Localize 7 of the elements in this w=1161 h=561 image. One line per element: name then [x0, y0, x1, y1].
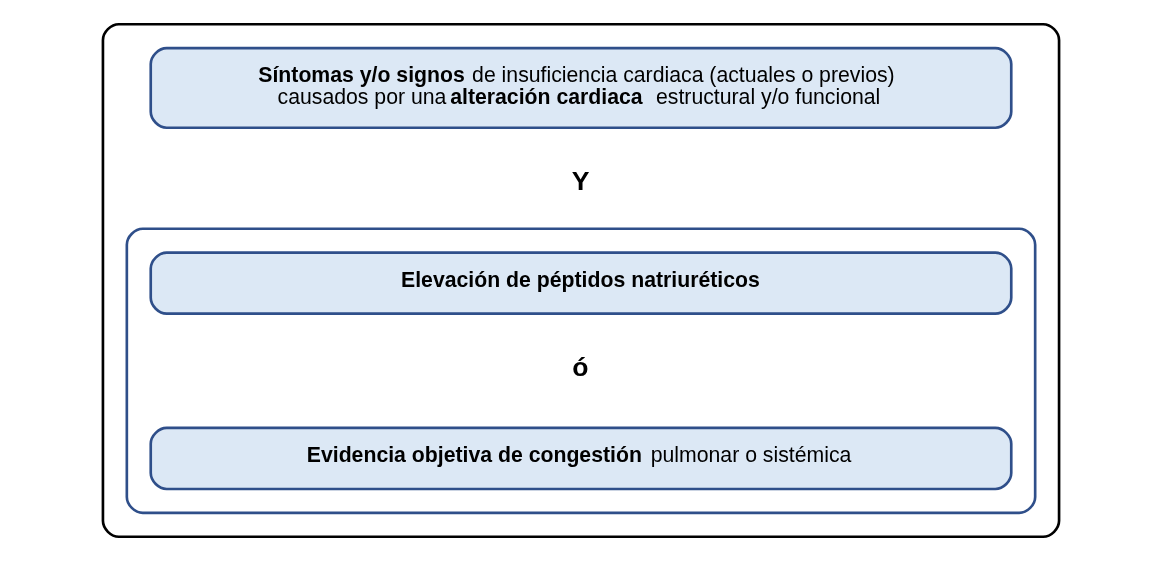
node-box: Evidencia objetiva de congestión pulmonar o sistémica [148, 426, 1013, 491]
label: ó [571, 352, 589, 383]
node-box: Síntomas y/o signos de insuficiencia cardiaca (actuales o previos) causados por una alteración cardiaca estructural y/o funcional [148, 46, 1013, 130]
cluster [101, 22, 1060, 539]
label: Y [571, 166, 589, 197]
cluster [125, 227, 1036, 515]
node-box: Elevación de péptidos natriuréticos [148, 251, 1013, 316]
